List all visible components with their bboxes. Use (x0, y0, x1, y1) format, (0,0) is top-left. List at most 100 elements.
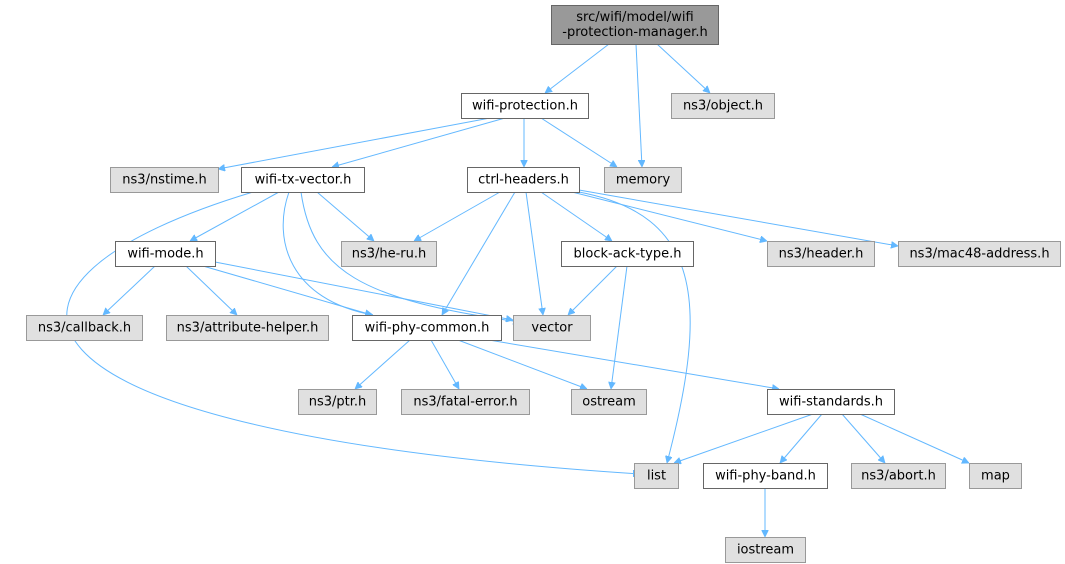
edge-standards-to-list (674, 413, 814, 463)
node-box (298, 389, 377, 415)
node-label: block-ack-type.h (574, 247, 682, 262)
edges-layer (66, 43, 969, 537)
edge-standards-to-phy-band (780, 413, 823, 463)
node-box (898, 241, 1061, 267)
node-label: ns3/he-ru.h (352, 247, 427, 262)
edge-ctrl-headers-to-phy-common (441, 191, 516, 315)
node-box (110, 167, 219, 193)
node-tx-vector[interactable]: wifi-tx-vector.h (241, 167, 365, 193)
node-phy-band[interactable]: wifi-phy-band.h (703, 463, 828, 489)
node-ctrl-headers[interactable]: ctrl-headers.h (467, 167, 580, 193)
edge-ctrl-headers-to-list (578, 191, 691, 463)
edge-tx-vector-to-list (66, 191, 640, 474)
node-nstime: ns3/nstime.h (110, 167, 219, 193)
node-box (851, 463, 946, 489)
edge-ctrl-headers-to-header (571, 191, 767, 241)
node-label: iostream (737, 543, 794, 558)
edge-wifi-protection-to-memory (540, 117, 617, 167)
edge-ctrl-headers-to-mac48 (578, 189, 898, 246)
node-box (26, 315, 143, 341)
edge-ctrl-headers-to-he-ru (414, 191, 501, 242)
node-label: memory (616, 173, 671, 188)
node-box (634, 463, 679, 489)
node-label: wifi-protection.h (472, 99, 578, 114)
node-label: ns3/header.h (779, 247, 864, 262)
node-callback: ns3/callback.h (26, 315, 143, 341)
node-abort: ns3/abort.h (851, 463, 946, 489)
node-box (703, 463, 828, 489)
node-label: ctrl-headers.h (478, 173, 569, 188)
node-label: ns3/object.h (683, 99, 763, 114)
node-label: ns3/mac48-address.h (909, 247, 1049, 262)
node-box (513, 315, 591, 341)
node-label: wifi-mode.h (127, 247, 203, 262)
node-label: map (981, 469, 1010, 484)
node-label: -protection-manager.h (562, 25, 707, 40)
edge-wifi-mode-to-vector (214, 261, 513, 320)
edge-phy-common-to-standards (488, 339, 779, 389)
node-label: ns3/fatal-error.h (413, 395, 517, 410)
node-list: list (634, 463, 679, 489)
node-box (461, 93, 589, 119)
node-fatal-error: ns3/fatal-error.h (401, 389, 530, 415)
edge-standards-to-map (859, 413, 969, 463)
node-box (352, 315, 502, 341)
edge-wifi-protection-to-nstime (218, 117, 491, 169)
edge-tx-vector-to-vector (300, 191, 520, 322)
edge-ctrl-headers-to-vector (525, 191, 543, 315)
node-label: ns3/ptr.h (309, 395, 367, 410)
node-label: ns3/nstime.h (122, 173, 206, 188)
node-wifi-mode[interactable]: wifi-mode.h (115, 241, 216, 267)
node-wifi-protection[interactable]: wifi-protection.h (461, 93, 589, 119)
node-label: wifi-tx-vector.h (255, 173, 352, 188)
edge-standards-to-abort (841, 413, 885, 463)
edge-block-ack-to-ostream (611, 265, 628, 389)
node-box (671, 93, 775, 119)
node-block-ack[interactable]: block-ack-type.h (561, 241, 694, 267)
node-map: map (969, 463, 1022, 489)
edge-phy-common-to-fatal-error (430, 339, 460, 389)
node-box (604, 167, 682, 193)
node-iostream: iostream (725, 537, 806, 563)
node-box (401, 389, 530, 415)
edge-wifi-protection-to-tx-vector (332, 117, 506, 167)
edge-tx-vector-to-he-ru (316, 191, 374, 241)
edge-root-to-object (656, 43, 710, 93)
node-he-ru: ns3/he-ru.h (341, 241, 437, 267)
node-phy-common[interactable]: wifi-phy-common.h (352, 315, 502, 341)
node-memory: memory (604, 167, 682, 193)
node-attr-helper: ns3/attribute-helper.h (166, 315, 329, 341)
node-standards[interactable]: wifi-standards.h (767, 389, 895, 415)
node-label: list (647, 469, 666, 484)
node-label: ns3/callback.h (38, 321, 131, 336)
nodes-layer: src/wifi/model/wifi-protection-manager.h… (26, 5, 1061, 563)
edge-block-ack-to-vector (568, 265, 618, 315)
edge-ctrl-headers-to-block-ack (540, 191, 612, 241)
edge-tx-vector-to-wifi-mode (190, 191, 280, 242)
node-label: vector (531, 321, 573, 336)
node-box (767, 241, 875, 267)
node-mac48: ns3/mac48-address.h (898, 241, 1061, 267)
node-label: ns3/abort.h (861, 469, 936, 484)
node-label: src/wifi/model/wifi (576, 10, 693, 25)
node-box (115, 241, 216, 267)
node-box (551, 5, 719, 45)
node-root[interactable]: src/wifi/model/wifi-protection-manager.h (551, 5, 719, 45)
node-label: ns3/attribute-helper.h (177, 321, 319, 336)
edge-wifi-mode-to-phy-common (202, 265, 372, 315)
node-box (341, 241, 437, 267)
node-label: ostream (582, 395, 636, 410)
edge-phy-common-to-ptr (355, 339, 411, 389)
node-box (969, 463, 1022, 489)
node-box (166, 315, 329, 341)
node-box (767, 389, 895, 415)
edge-wifi-mode-to-attr-helper (185, 265, 237, 315)
edge-wifi-mode-to-callback (103, 265, 156, 315)
node-ostream: ostream (571, 389, 647, 415)
node-box (571, 389, 647, 415)
edge-root-to-wifi-protection (545, 43, 610, 93)
edge-phy-common-to-ostream (457, 339, 587, 389)
node-box (241, 167, 365, 193)
node-object: ns3/object.h (671, 93, 775, 119)
